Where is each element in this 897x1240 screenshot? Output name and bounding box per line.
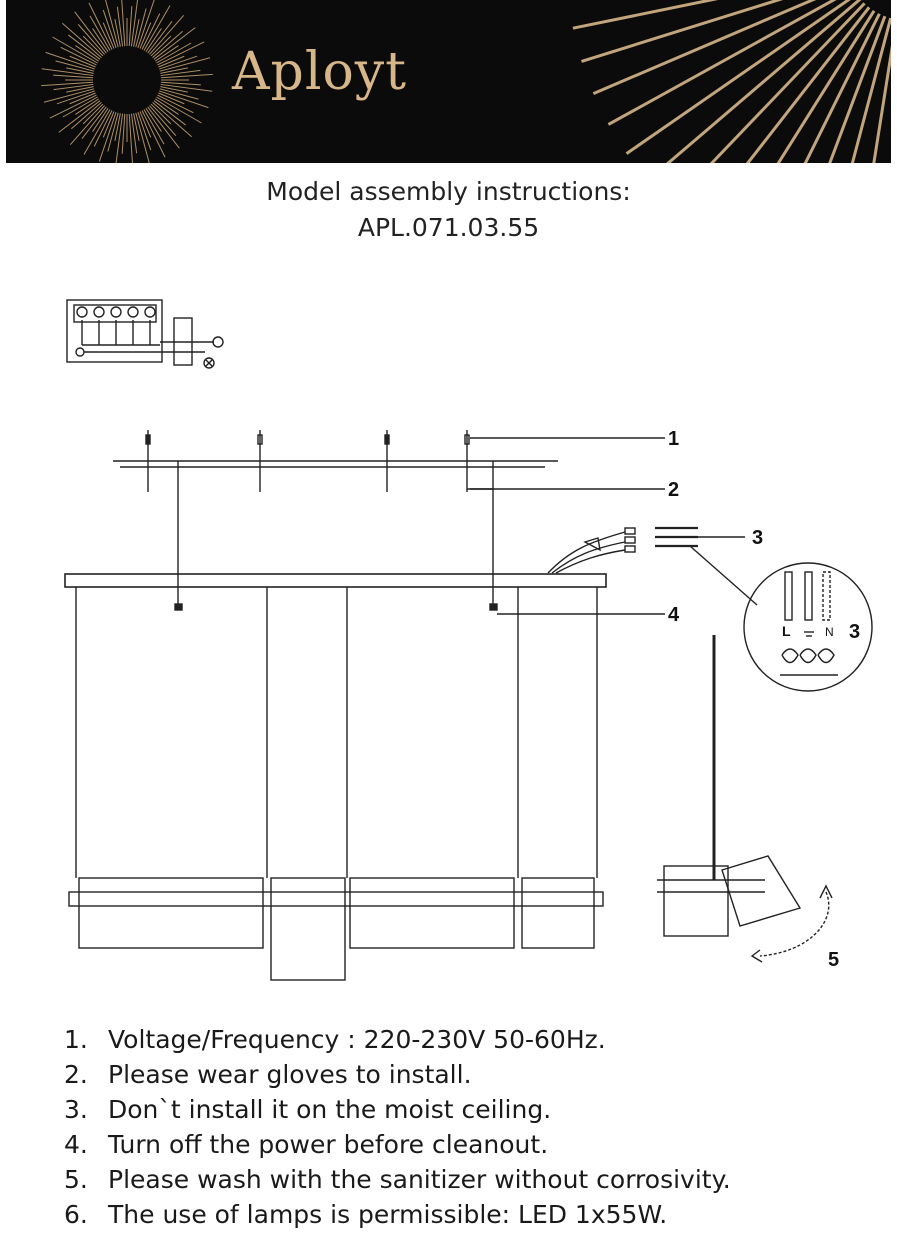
wiring-detail-circle — [743, 562, 873, 692]
live-label: L — [782, 623, 791, 639]
brand-logo: Aployt — [232, 42, 408, 102]
callout-2: 2 — [668, 479, 679, 501]
side-view-lamp — [657, 635, 833, 963]
note-item: 6.The use of lamps is permissible: LED 1… — [64, 1200, 668, 1229]
callout-5: 5 — [828, 949, 839, 971]
callout-4: 4 — [668, 604, 680, 626]
lamp-frame — [64, 573, 607, 981]
neutral-label: N — [825, 625, 834, 639]
callout-1: 1 — [668, 428, 679, 450]
note-item: 4.Turn off the power before cleanout. — [64, 1130, 549, 1159]
callout-3: 3 — [752, 527, 763, 549]
note-item: 5.Please wash with the sanitizer without… — [64, 1165, 731, 1194]
junction-box-icon — [66, 299, 224, 369]
brand-banner: Aployt — [6, 0, 891, 163]
note-item: 2.Please wear gloves to install. — [64, 1060, 472, 1089]
note-item: 3.Don`t install it on the moist ceiling. — [64, 1095, 552, 1124]
model-number: APL.071.03.55 — [357, 213, 540, 242]
instruction-notes: 1.Voltage/Frequency : 220-230V 50-60Hz. … — [64, 1022, 731, 1232]
terminal-block — [547, 526, 758, 606]
detail-label: 3 — [849, 621, 860, 643]
document-title: Model assembly instructions: — [266, 177, 631, 206]
ceiling-plate — [113, 430, 558, 611]
assembly-diagram: 1 2 3 4 5 3 L N — [64, 299, 873, 981]
note-item: 1.Voltage/Frequency : 220-230V 50-60Hz. — [64, 1025, 606, 1054]
sunburst-decoration — [41, 0, 891, 163]
